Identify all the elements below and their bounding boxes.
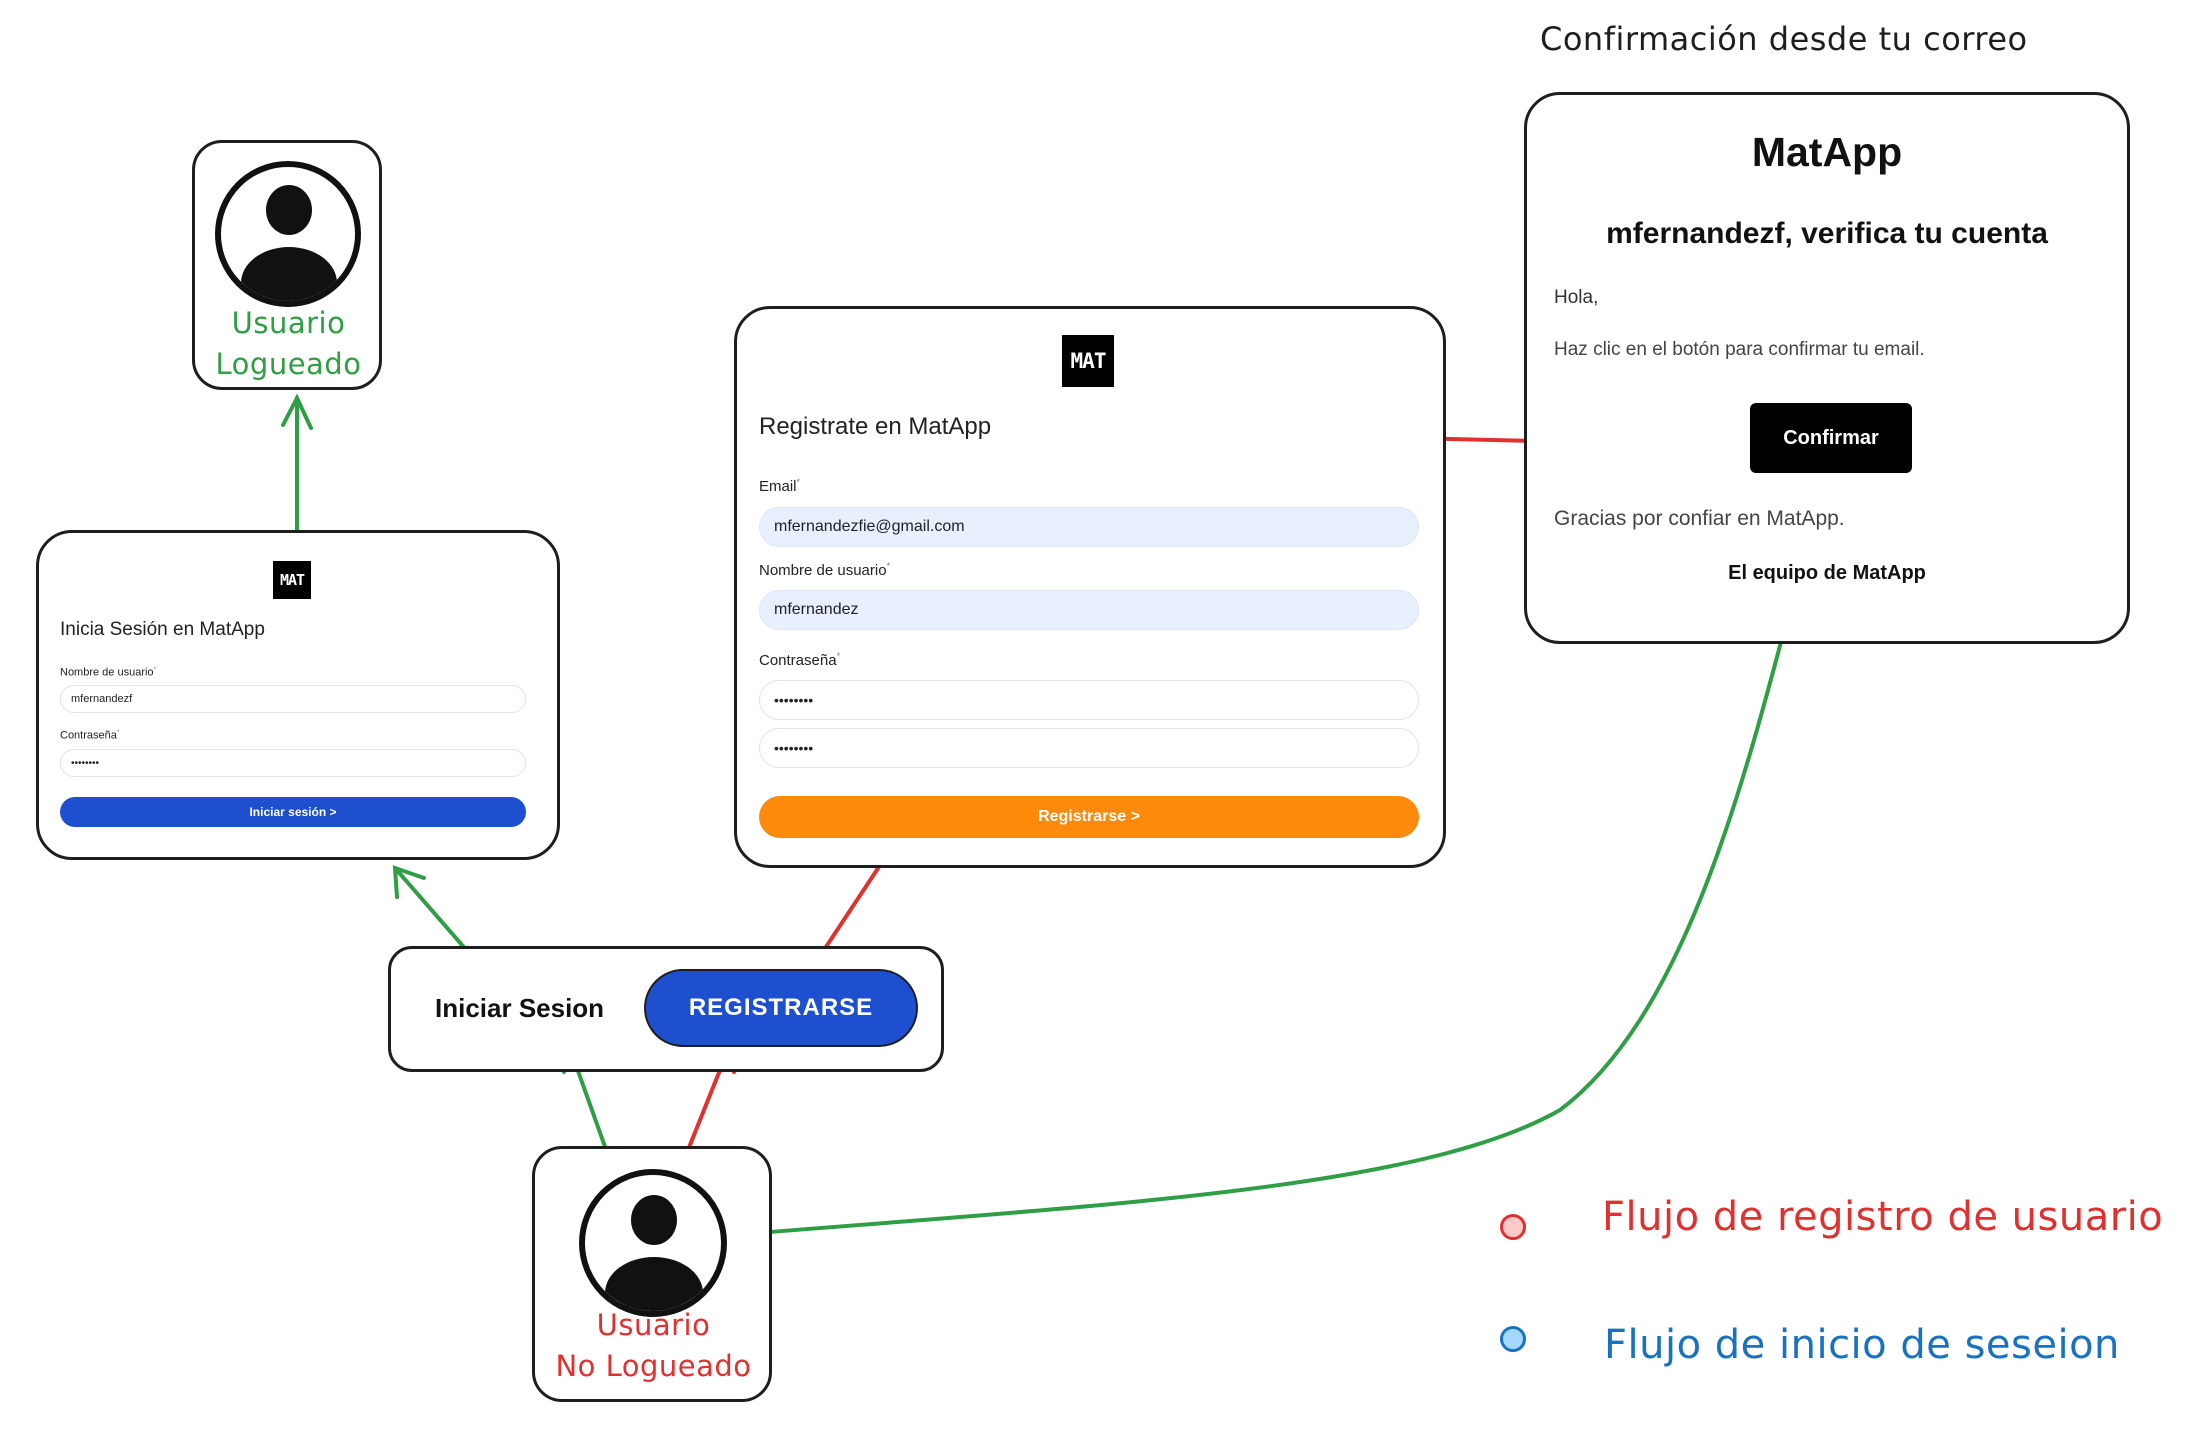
login-password-input[interactable]: •••••••• — [60, 749, 526, 777]
login-submit-button[interactable]: Iniciar sesión > — [60, 797, 526, 827]
matapp-logo: MAT — [1062, 335, 1114, 387]
logged-user-box: Usuario Logueado — [192, 140, 382, 390]
user-avatar-icon — [215, 161, 361, 307]
register-password-confirm-input[interactable]: •••••••• — [759, 728, 1419, 768]
legend-login-label: Flujo de inicio de seseion — [1604, 1322, 2120, 1368]
matapp-logo: MAT — [273, 561, 311, 599]
email-card: MatApp mfernandezf, verifica tu cuenta H… — [1524, 92, 2130, 644]
email-brand: MatApp — [1751, 129, 1903, 175]
legend-login-dot-icon — [1500, 1326, 1526, 1352]
register-password-label: Contraseña* — [759, 651, 841, 669]
email-greeting: Hola, — [1554, 287, 1599, 308]
login-password-label: Contraseña* — [60, 729, 120, 742]
register-password-input[interactable]: •••••••• — [759, 680, 1419, 720]
nav-register-button[interactable]: REGISTRARSE — [644, 969, 918, 1047]
register-username-label: Nombre de usuario* — [759, 561, 891, 579]
login-username-label: Nombre de usuario* — [60, 666, 157, 679]
nav-box: Iniciar Sesion REGISTRARSE — [388, 946, 944, 1072]
login-card: MAT Inicia Sesión en MatApp Nombre de us… — [36, 530, 560, 860]
legend-register-label: Flujo de registro de usuario — [1602, 1194, 2164, 1240]
logged-user-label: Usuario Logueado — [215, 306, 362, 381]
legend-register-dot-icon — [1500, 1214, 1526, 1240]
email-heading: mfernandezf, verifica tu cuenta — [1606, 217, 2048, 250]
email-section-title: Confirmación desde tu correo — [1540, 20, 2028, 58]
arrow-email-to-anon — [718, 598, 1794, 1238]
user-avatar-icon — [579, 1169, 727, 1317]
register-card: MAT Registrate en MatApp Email* mfernand… — [734, 306, 1446, 868]
email-confirm-button[interactable]: Confirmar — [1750, 403, 1912, 473]
register-username-input[interactable]: mfernandez — [759, 590, 1419, 630]
anon-user-label: Usuario No Logueado — [555, 1308, 752, 1383]
register-email-input[interactable]: mfernandezfie@gmail.com — [759, 507, 1419, 547]
anon-user-box: Usuario No Logueado — [532, 1146, 772, 1402]
nav-login-link[interactable]: Iniciar Sesion — [435, 993, 605, 1023]
login-title: Inicia Sesión en MatApp — [60, 619, 265, 640]
register-submit-button[interactable]: Registrarse > — [759, 796, 1419, 838]
register-title: Registrate en MatApp — [759, 413, 992, 440]
login-username-input[interactable]: mfernandezf — [60, 685, 526, 713]
email-signature: El equipo de MatApp — [1728, 562, 1926, 584]
register-email-label: Email* — [759, 477, 801, 495]
email-thanks: Gracias por confiar en MatApp. — [1554, 507, 1845, 530]
email-instruction: Haz clic en el botón para confirmar tu e… — [1554, 339, 1925, 360]
